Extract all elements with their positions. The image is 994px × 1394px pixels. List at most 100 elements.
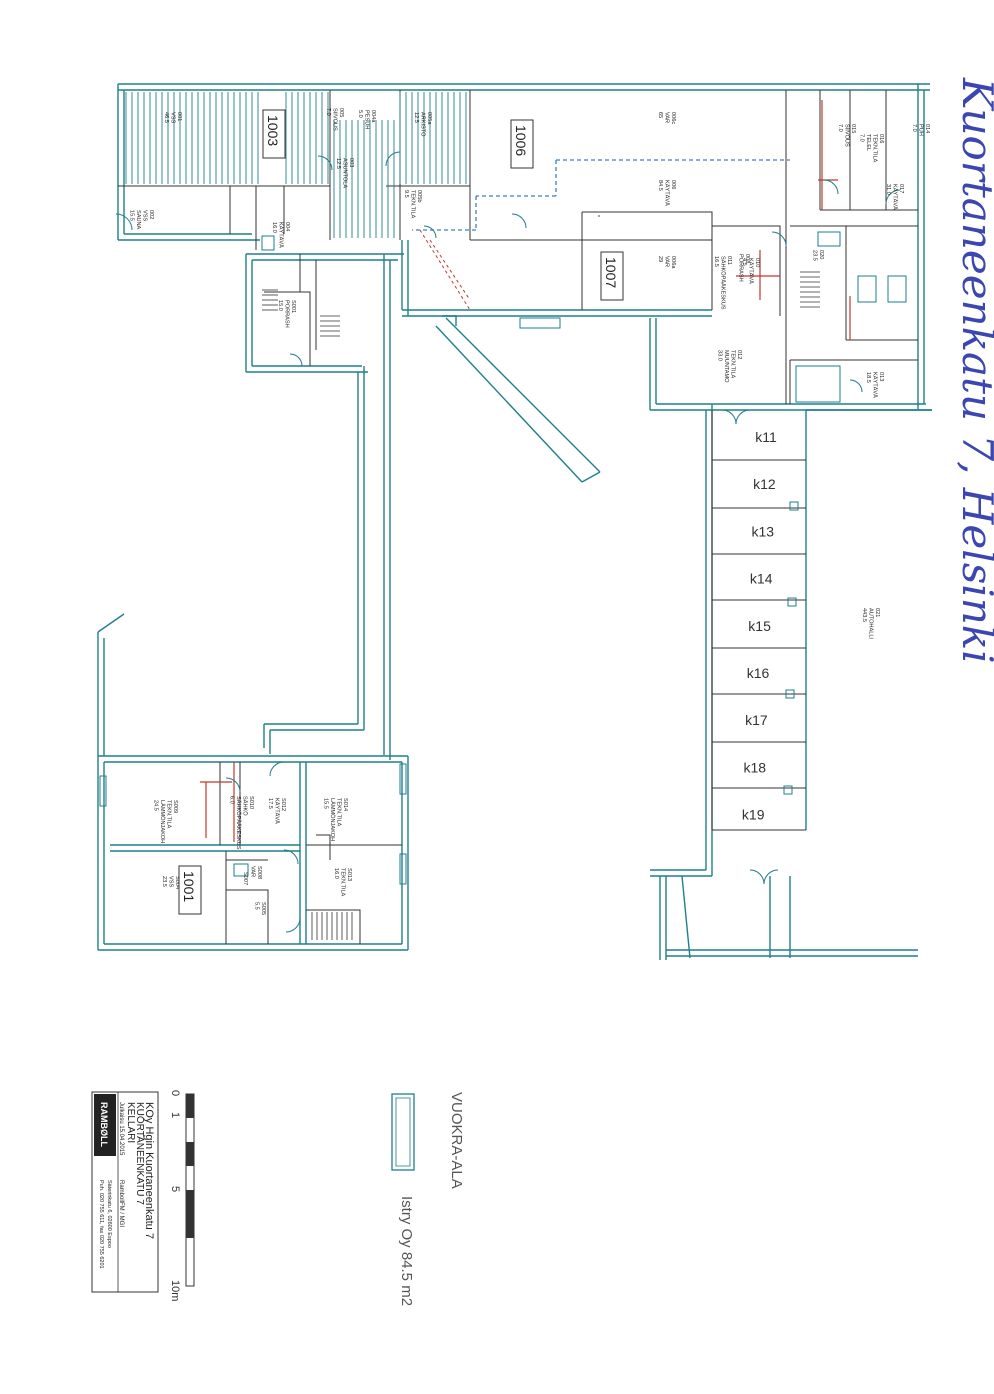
room-label-text: 24.5 bbox=[153, 800, 159, 811]
room-label-text: 004a bbox=[370, 110, 376, 123]
room-label-text: 020 bbox=[818, 250, 824, 259]
room-label-text: 001 bbox=[176, 112, 182, 121]
room-label-text: MUUNTAMO bbox=[723, 350, 729, 383]
orange-dash bbox=[419, 229, 471, 311]
parking-spot-k18: k18 bbox=[744, 759, 767, 775]
room-label-text: TEKN.TILA bbox=[730, 350, 736, 379]
room-label-text: S007 bbox=[242, 872, 248, 885]
room-label-text: S004 bbox=[174, 876, 180, 889]
room-label-text: VAR bbox=[664, 256, 670, 267]
parking-spot-k16: k16 bbox=[747, 665, 770, 681]
title-author: RambollFM / MGI bbox=[118, 1180, 124, 1227]
room-label-text: 004 bbox=[284, 222, 290, 231]
stairs-small bbox=[262, 271, 820, 940]
room-label-text: TEKN.TILA bbox=[872, 134, 878, 163]
room-label-text: S010 bbox=[248, 796, 254, 809]
room-label-text: VAR bbox=[664, 112, 670, 123]
room-label-text: TEKN.TILA bbox=[340, 868, 346, 897]
room-label-text: 6.0 bbox=[229, 796, 235, 804]
parking-spot-k12: k12 bbox=[753, 476, 776, 492]
legend-label: Istry Oy 84.5 m2 bbox=[398, 1196, 415, 1306]
room-label-text: 12.5 bbox=[413, 112, 419, 123]
room-label-text: 006 bbox=[670, 180, 676, 189]
room-label-S007: S007 bbox=[242, 872, 248, 885]
room-label-text: 005a bbox=[426, 112, 432, 125]
room-label-text: ASUNTOLA bbox=[342, 158, 348, 188]
room-label-text: S005 bbox=[260, 902, 266, 915]
stair-hatch bbox=[125, 92, 259, 184]
room-label-text: 12.5 bbox=[335, 158, 341, 169]
room-label-text: TELEL bbox=[865, 134, 871, 151]
legend-title: VUOKRA-ALA bbox=[448, 1092, 465, 1189]
room-label-text: PORRASH bbox=[738, 254, 744, 282]
parking-spot-k15: k15 bbox=[748, 618, 771, 634]
unit-code-text: 1006 bbox=[513, 125, 529, 156]
room-label-text: 16.0 bbox=[333, 868, 339, 879]
title-address: Säterinkatu 6, 02600 Espoo bbox=[106, 1180, 112, 1248]
room-label-text: 9.5 bbox=[403, 190, 409, 198]
parking-spot-k17: k17 bbox=[745, 712, 768, 728]
room-label-text: TEKN.TILA bbox=[336, 798, 342, 827]
room-label-text: LÄMMÖNJAKOH bbox=[329, 798, 336, 841]
room-label-text: VAR bbox=[250, 866, 256, 877]
room-label-text: 16.0 bbox=[271, 222, 277, 233]
room-label-text: VSS bbox=[142, 210, 148, 221]
handwritten-address: Kuortaneenkatu 7, Helsinki bbox=[953, 77, 994, 664]
room-label-text: S001 bbox=[290, 300, 296, 313]
room-label-text: PESUH bbox=[364, 110, 370, 129]
title-line-1: KOy Hgin Kuortaneenkatu 7 bbox=[143, 1102, 155, 1239]
title-contact: Puh. 020 755 611, fax 020 755 6201 bbox=[98, 1180, 104, 1269]
room-label-text: KÄYTÄVÄ bbox=[892, 184, 899, 210]
title-line-3: KELLARI bbox=[125, 1102, 136, 1143]
room-label-text: PUH bbox=[918, 124, 924, 136]
scale-tick-5: 5 bbox=[169, 1186, 181, 1192]
room-label-text: 23.5 bbox=[161, 876, 167, 887]
room-label-text: 16.5 bbox=[713, 256, 719, 267]
title-line-2: KUORTANEENKATU 7 bbox=[134, 1102, 145, 1205]
window-markers bbox=[99, 231, 907, 885]
room-label-text: 46.5 bbox=[163, 112, 169, 123]
title-date: Julkaisu 15.04.2015 bbox=[118, 1102, 124, 1156]
room-label-text: SIIVOUS bbox=[332, 108, 338, 131]
legend: VUOKRA-ALA Istry Oy 84.5 m2 bbox=[391, 1092, 465, 1306]
parking-spot-k14: k14 bbox=[750, 571, 773, 587]
unit-code-text: 1007 bbox=[603, 257, 619, 288]
room-label-text: 4.5 bbox=[741, 258, 747, 266]
rental-boundary bbox=[412, 159, 790, 231]
unit-box-1003: 1003 bbox=[262, 109, 286, 159]
room-label-text: 013 bbox=[878, 372, 884, 381]
room-label-text: 18.5 bbox=[865, 372, 871, 383]
room-label-text: 017 bbox=[898, 184, 904, 193]
room-label-text: 17.5 bbox=[267, 798, 273, 809]
room-label-text: 443.5 bbox=[861, 608, 867, 622]
scale-tick-0: 0 bbox=[169, 1090, 181, 1096]
room-label-text: 5.5 bbox=[254, 902, 260, 910]
room-label-text: 006a bbox=[670, 256, 676, 269]
room-label-text: 016 bbox=[878, 134, 884, 143]
parking-spot-k19: k19 bbox=[742, 807, 765, 823]
scale-tick-1: 1 bbox=[169, 1112, 181, 1118]
scale-bar: 0 1 5 10m bbox=[169, 1090, 195, 1301]
door-swings bbox=[115, 151, 901, 933]
room-label-text: 23.5 bbox=[812, 250, 818, 261]
room-label-text: SAUNA bbox=[135, 210, 141, 230]
room-label-text: VSS bbox=[170, 112, 176, 123]
room-label-text: 7.0 bbox=[325, 108, 331, 116]
